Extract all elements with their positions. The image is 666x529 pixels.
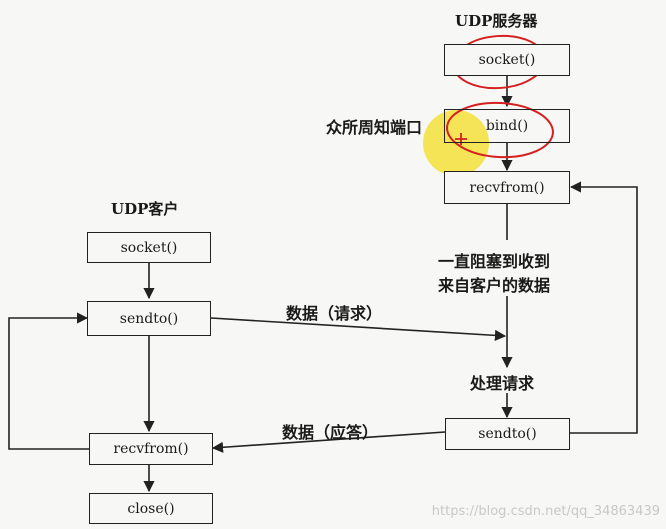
client-socket-box: socket(): [87, 232, 211, 263]
server-sendto-box: sendto(): [445, 418, 570, 450]
process-request-label: 处理请求: [470, 374, 535, 393]
server-socket-box: socket(): [444, 44, 570, 76]
server-recvfrom-box: recvfrom(): [444, 171, 570, 204]
client-sendto-box: sendto(): [87, 301, 211, 336]
arrow-request: [210, 317, 507, 341]
client-close-box: close(): [89, 493, 213, 524]
arrow-client-loop: [8, 312, 89, 450]
annotation-circle-bind: [446, 101, 554, 159]
watermark-url: https://blog.csdn.net/qq_34863439: [431, 504, 660, 519]
block-note-line-1: 一直阻塞到收到: [438, 252, 551, 271]
reply-data-label: 数据（应答）: [282, 423, 379, 442]
arrow-reply: [211, 431, 446, 453]
client-recvfrom-box: recvfrom(): [89, 433, 213, 465]
arrow-server-loop: [569, 181, 638, 434]
server-title: UDP服务器: [455, 12, 538, 30]
server-bind-box: bind(): [444, 109, 570, 143]
well-known-port-label: 众所周知端口: [326, 118, 423, 137]
request-data-label: 数据（请求）: [286, 304, 383, 323]
block-note-line-2: 来自客户的数据: [438, 276, 551, 295]
client-title: UDP客户: [111, 200, 179, 218]
